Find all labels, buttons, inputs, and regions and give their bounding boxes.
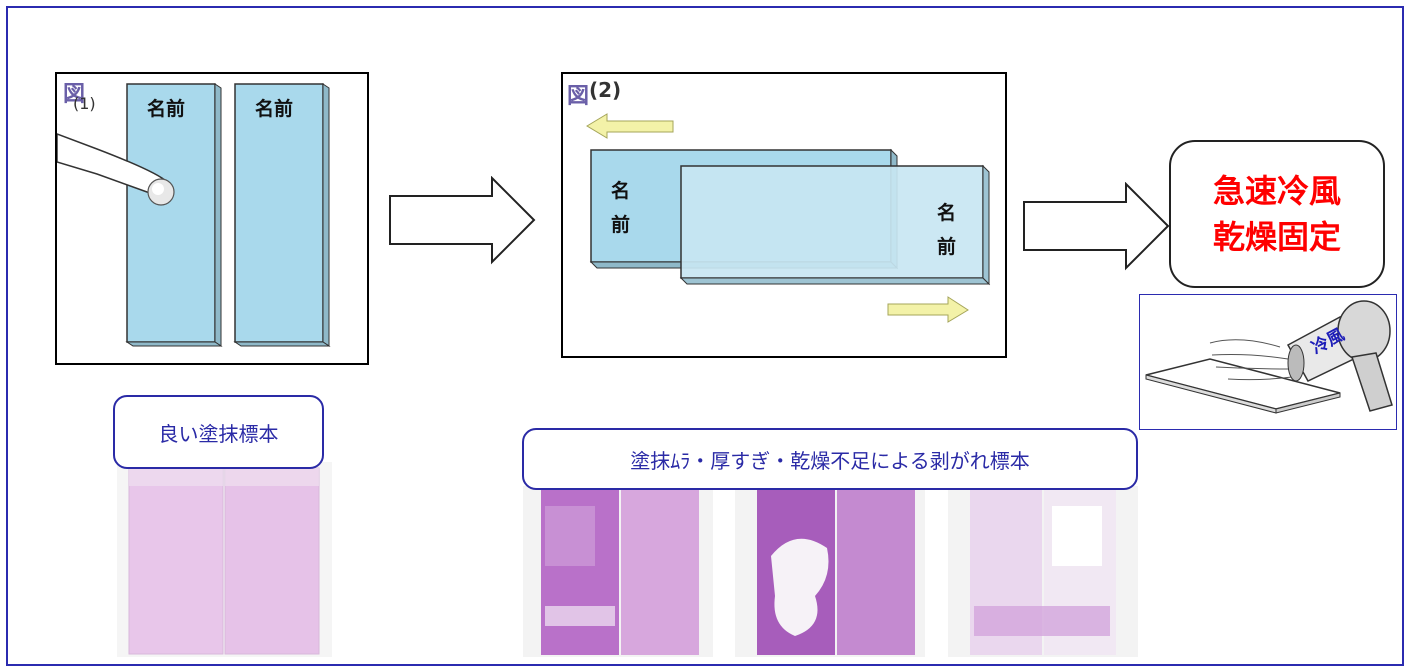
- bad-smear-slides-3: [948, 486, 1138, 657]
- figure-1-illustration: [57, 83, 331, 347]
- arrow-right-2: [1023, 182, 1170, 271]
- figure-2-label: 図: [567, 84, 590, 109]
- bad-smear-callout-text: 塗抹ﾑﾗ・厚すぎ・乾燥不足による剥がれ標本: [630, 448, 1030, 473]
- good-smear-photo: [117, 462, 332, 657]
- slide-front-name: 名 前: [937, 202, 957, 258]
- hair-dryer-illustration: 冷風: [1139, 294, 1397, 430]
- quick-cold-air-dry-fix-box: 急速冷風 乾燥固定: [1169, 140, 1385, 288]
- slide-left-name: 名前: [147, 98, 186, 120]
- bad-smear-photo-3: [948, 486, 1138, 657]
- bad-smear-slides-1: [523, 486, 713, 657]
- slide-back-name: 名 前: [611, 180, 631, 236]
- result-line-2: 乾燥固定: [1212, 218, 1341, 256]
- dryer-drawing: [1145, 300, 1393, 414]
- figure-2-panel: 図 (2) 名 前 名 前: [561, 72, 1007, 358]
- figure-1-number: (1): [73, 94, 96, 113]
- good-smear-slides: [117, 462, 332, 657]
- figure-1-label: 図: [63, 82, 86, 107]
- arrow-right-1: [389, 176, 536, 265]
- bad-smear-slides-2: [735, 486, 925, 657]
- bad-smear-photo-1: [523, 486, 713, 657]
- good-smear-callout-text: 良い塗抹標本: [158, 421, 279, 446]
- result-line-1: 急速冷風: [1212, 172, 1341, 210]
- bad-smear-photo-2: [735, 486, 925, 657]
- figure-2-illustration: [586, 113, 991, 323]
- good-smear-callout: 良い塗抹標本: [113, 395, 324, 469]
- bad-smear-callout: 塗抹ﾑﾗ・厚すぎ・乾燥不足による剥がれ標本: [522, 428, 1138, 490]
- slide-right-name: 名前: [255, 98, 294, 120]
- figure-2-number: (2): [589, 78, 622, 102]
- figure-1-panel: 図 (1) 名前 名前: [55, 72, 369, 365]
